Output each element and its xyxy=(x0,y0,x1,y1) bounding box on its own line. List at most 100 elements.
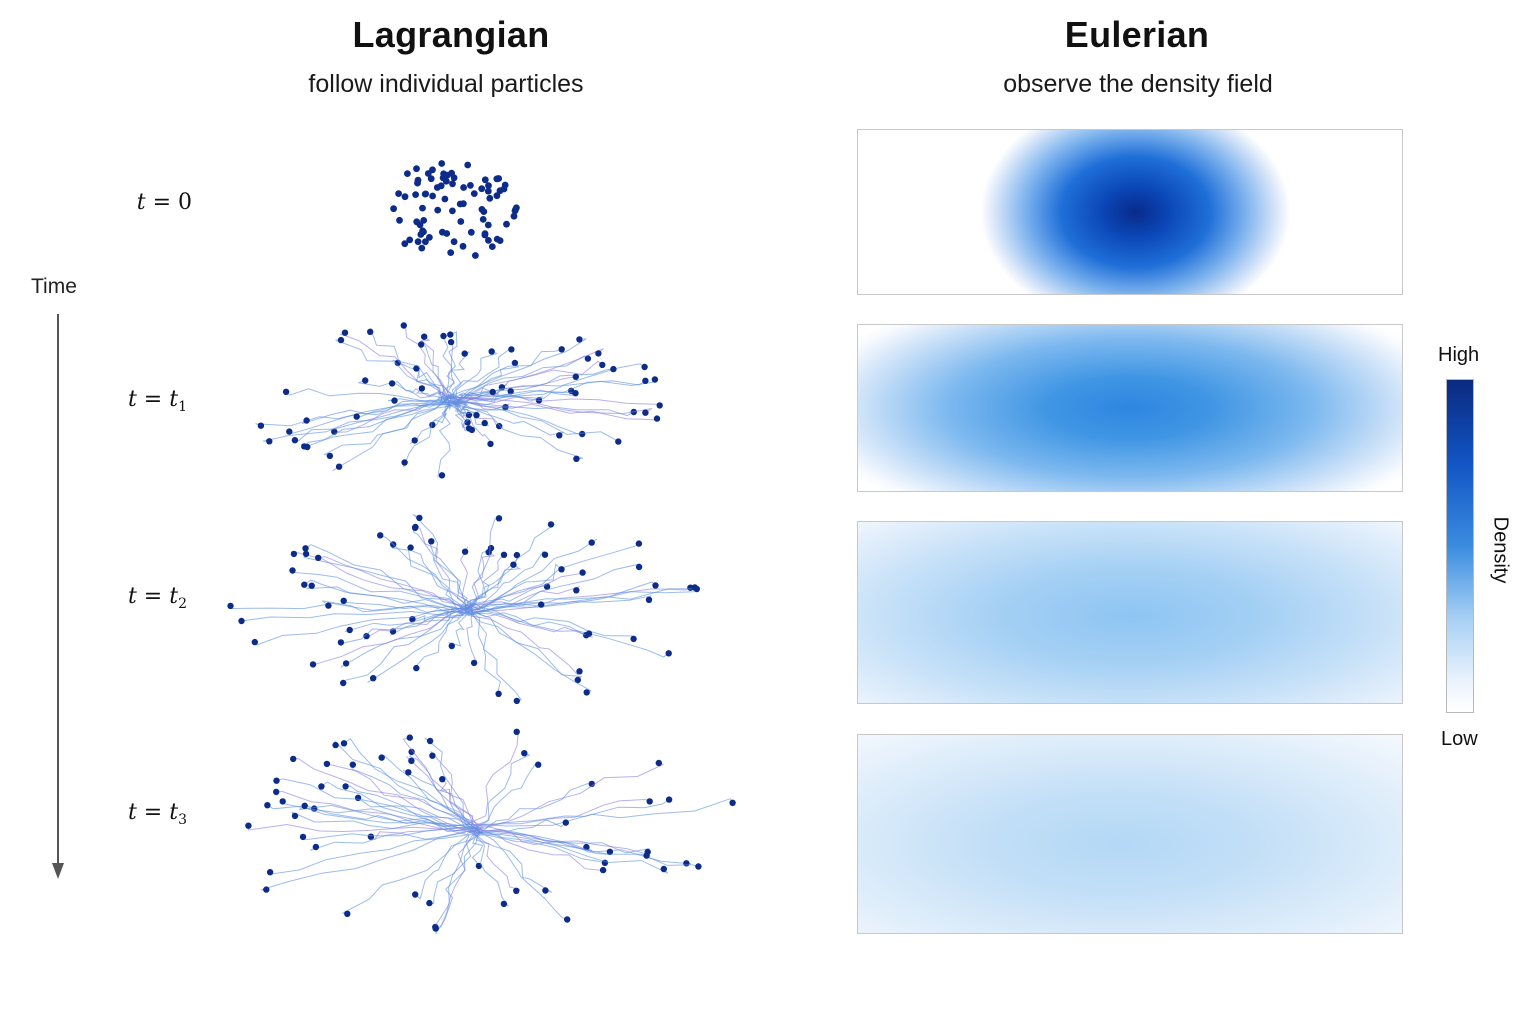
particle-trail xyxy=(467,610,593,693)
particle-dot xyxy=(510,212,518,220)
particle-dot xyxy=(556,432,563,439)
particle-dot xyxy=(457,218,465,225)
particle-dot xyxy=(378,754,385,761)
particle-dot xyxy=(406,734,413,741)
density-panel-t2 xyxy=(857,521,1403,704)
particle-trail xyxy=(343,737,469,831)
particle-trail xyxy=(446,331,458,397)
colorbar-axis-label: Density xyxy=(1489,516,1512,584)
particle-dot xyxy=(337,639,345,646)
particle-dot xyxy=(401,240,409,248)
particle-dot xyxy=(419,204,426,212)
particle-trail xyxy=(461,608,583,681)
particle-trail xyxy=(484,828,650,854)
particle-dot xyxy=(489,388,496,396)
particle-trail xyxy=(471,825,699,867)
particle-dot xyxy=(341,329,349,336)
particle-dot xyxy=(429,752,436,759)
particle-trail xyxy=(446,362,520,396)
particle-dot xyxy=(447,338,455,346)
particle-dot xyxy=(438,472,446,479)
particle-dot xyxy=(599,361,606,369)
particle-trail xyxy=(451,347,512,405)
particle-trail xyxy=(230,602,475,616)
particle-dot xyxy=(251,638,258,646)
particle-trail xyxy=(447,394,468,428)
particle-dot xyxy=(363,632,370,640)
particle-dot xyxy=(485,182,492,190)
particle-dot xyxy=(456,200,464,208)
particle-dot xyxy=(635,563,643,571)
particle-dot xyxy=(572,390,579,397)
time-subscript: 2 xyxy=(178,596,187,612)
particle-dot xyxy=(354,794,362,801)
particle-trail xyxy=(429,829,479,905)
row-label-t1: t = t1 xyxy=(67,387,187,415)
particle-dot xyxy=(342,660,350,667)
particle-dot xyxy=(413,165,420,173)
particle-dot xyxy=(405,769,412,776)
particle-dot xyxy=(579,569,586,576)
particle-dot xyxy=(245,822,252,829)
equals-sign: = xyxy=(136,800,170,825)
particle-dot xyxy=(464,161,472,169)
particle-dot xyxy=(496,237,504,245)
particle-trail xyxy=(341,834,470,915)
particle-trail xyxy=(305,544,464,617)
particle-dot xyxy=(507,388,514,395)
particle-dot xyxy=(572,373,579,380)
particle-dot xyxy=(562,819,569,826)
density-colorbar xyxy=(1446,379,1474,713)
particle-trail xyxy=(465,606,590,636)
particle-trail xyxy=(435,825,479,928)
particle-dot xyxy=(418,341,425,348)
particle-dot xyxy=(635,540,643,547)
particle-dot xyxy=(303,417,310,424)
particle-dot xyxy=(326,452,334,460)
particle-dot xyxy=(485,549,492,556)
particle-dot xyxy=(412,191,419,199)
particle-trail xyxy=(342,613,474,684)
density-panel-t1 xyxy=(857,324,1403,492)
particle-dot xyxy=(433,184,441,191)
particle-dot xyxy=(282,388,290,395)
particle-dot xyxy=(496,422,503,430)
particle-dot xyxy=(441,195,449,203)
particle-trail xyxy=(435,833,478,935)
time-value: t xyxy=(169,387,179,412)
particle-dot xyxy=(420,217,428,224)
particle-trail xyxy=(370,828,473,841)
particle-dot xyxy=(395,190,402,198)
particle-dot xyxy=(428,538,435,545)
particle-trail xyxy=(448,403,471,432)
particle-dot xyxy=(362,377,369,384)
particle-dot xyxy=(511,359,519,367)
time-variable: t xyxy=(127,584,137,609)
particle-trail xyxy=(285,388,451,404)
particle-dot xyxy=(472,252,479,259)
particle-trail xyxy=(473,587,691,613)
particle-dot xyxy=(691,584,698,591)
particle-dot xyxy=(513,551,521,559)
particle-dot xyxy=(470,190,478,198)
particle-dot xyxy=(656,402,663,409)
particle-dot xyxy=(558,566,565,573)
particle-trail xyxy=(310,605,474,667)
particle-dot xyxy=(416,221,424,229)
particle-cluster-t0 xyxy=(390,160,520,259)
particle-dot xyxy=(439,776,446,783)
particle-dot xyxy=(427,175,435,183)
particle-trail xyxy=(339,332,445,395)
particle-dot xyxy=(447,331,454,338)
particle-trail xyxy=(473,829,647,857)
particle-trail xyxy=(323,396,451,457)
particle-dot xyxy=(408,757,415,764)
particle-trail xyxy=(444,396,479,416)
particle-trail xyxy=(466,603,523,702)
particle-dot xyxy=(279,798,286,805)
particle-trail xyxy=(298,804,467,832)
time-arrow xyxy=(52,314,64,879)
particle-trail xyxy=(472,831,606,864)
particle-trail xyxy=(463,564,522,611)
particle-trail xyxy=(472,762,665,830)
